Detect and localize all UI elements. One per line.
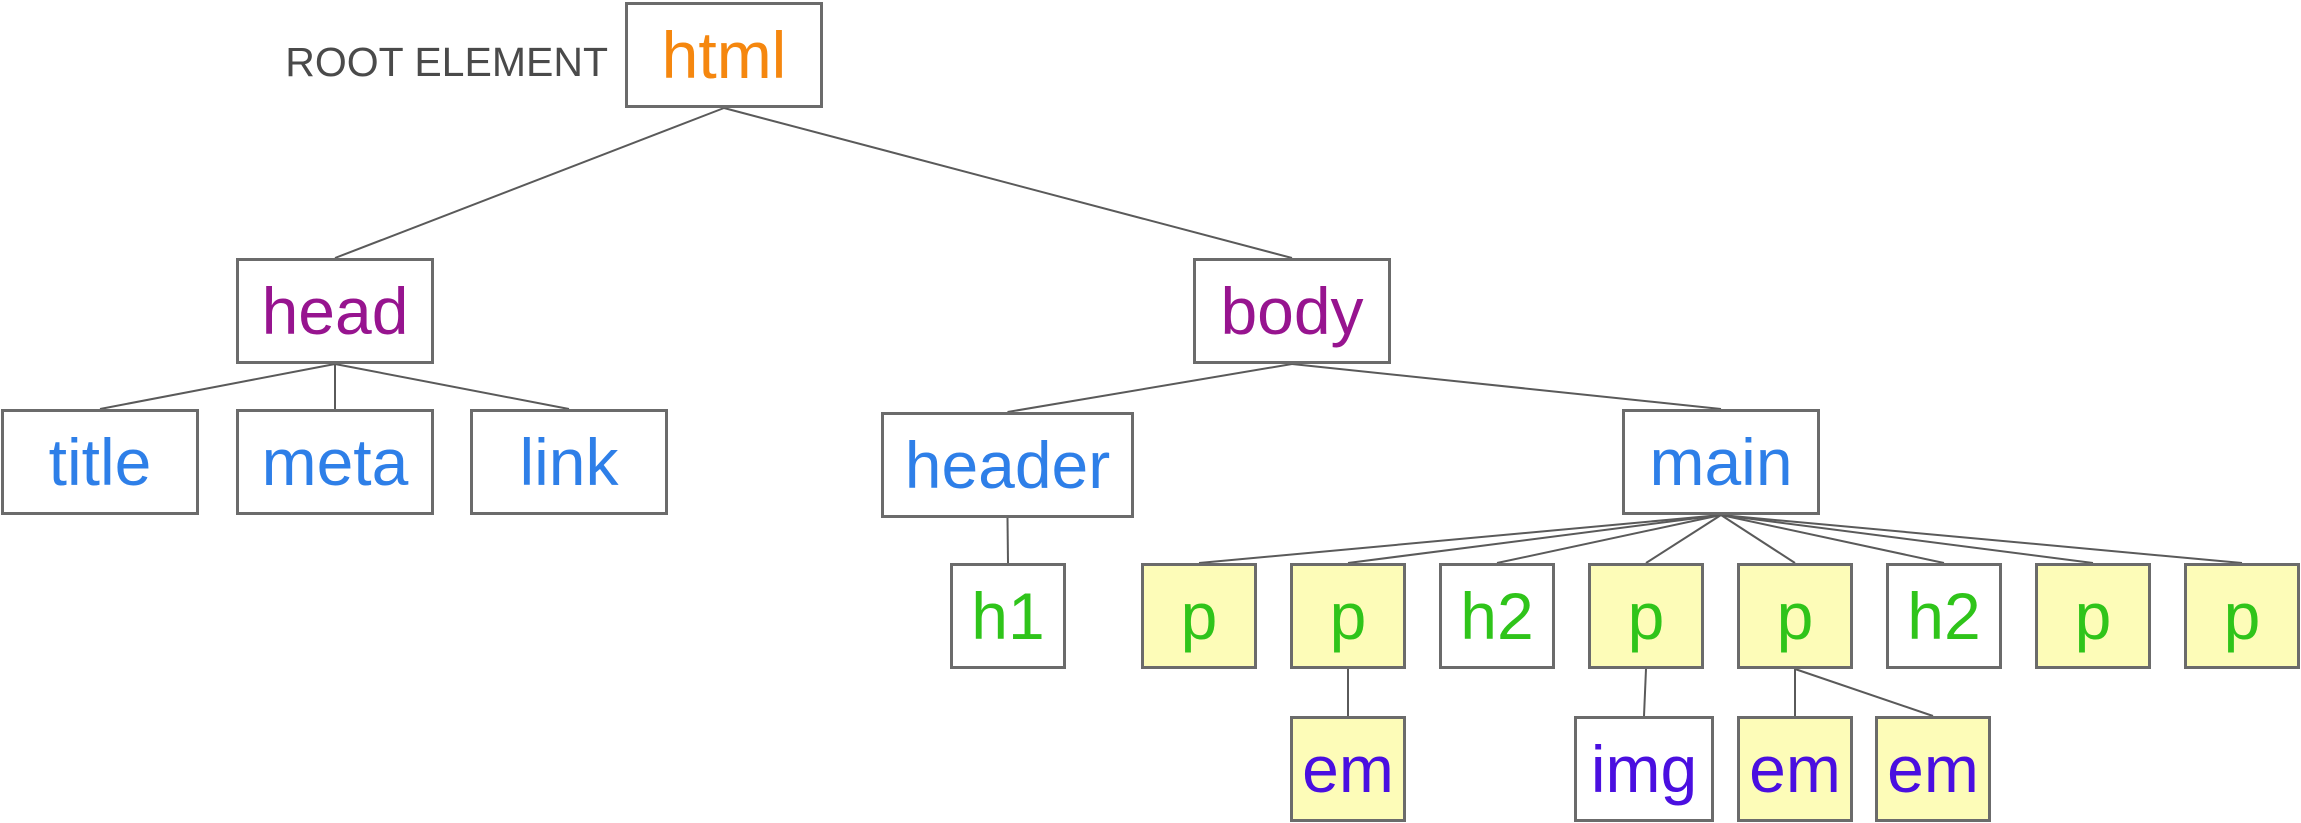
edge-main-p4 bbox=[1720, 514, 1796, 564]
node-head: head bbox=[236, 258, 434, 364]
node-h2: h2 bbox=[1439, 563, 1555, 669]
edge-html-head bbox=[334, 107, 725, 259]
node-meta: meta bbox=[236, 409, 434, 515]
edge-p4-em3 bbox=[1794, 668, 1934, 717]
edge-head-link bbox=[334, 363, 570, 410]
node-header: header bbox=[881, 412, 1134, 518]
node-main: main bbox=[1622, 409, 1820, 515]
edge-head-title bbox=[99, 363, 336, 410]
node-p: p bbox=[2035, 563, 2151, 669]
edge-main-h2a bbox=[1496, 514, 1722, 564]
node-em: em bbox=[1737, 716, 1853, 822]
edge-main-p6 bbox=[1720, 514, 2243, 564]
node-p: p bbox=[1141, 563, 1257, 669]
root-element-label: ROOT ELEMENT bbox=[285, 38, 608, 85]
edge-body-main bbox=[1291, 363, 1722, 410]
node-p: p bbox=[1737, 563, 1853, 669]
node-body: body bbox=[1193, 258, 1391, 364]
node-title: title bbox=[1, 409, 199, 515]
edge-main-p5 bbox=[1720, 514, 2094, 564]
node-em: em bbox=[1290, 716, 1406, 822]
edge-main-h2b bbox=[1720, 514, 1945, 564]
node-html: html bbox=[625, 2, 823, 108]
edge-main-p3 bbox=[1645, 514, 1722, 564]
node-img: img bbox=[1574, 716, 1714, 822]
edge-main-p1 bbox=[1198, 514, 1722, 564]
edge-header-h1 bbox=[1006, 517, 1009, 564]
edge-html-body bbox=[723, 107, 1293, 259]
node-link: link bbox=[470, 409, 668, 515]
node-h2: h2 bbox=[1886, 563, 2002, 669]
node-em: em bbox=[1875, 716, 1991, 822]
node-h1: h1 bbox=[950, 563, 1066, 669]
node-p: p bbox=[2184, 563, 2300, 669]
node-p: p bbox=[1290, 563, 1406, 669]
edge-p3-img bbox=[1643, 668, 1647, 717]
edge-body-header bbox=[1007, 363, 1293, 413]
node-p: p bbox=[1588, 563, 1704, 669]
edge-main-p2 bbox=[1347, 514, 1722, 564]
